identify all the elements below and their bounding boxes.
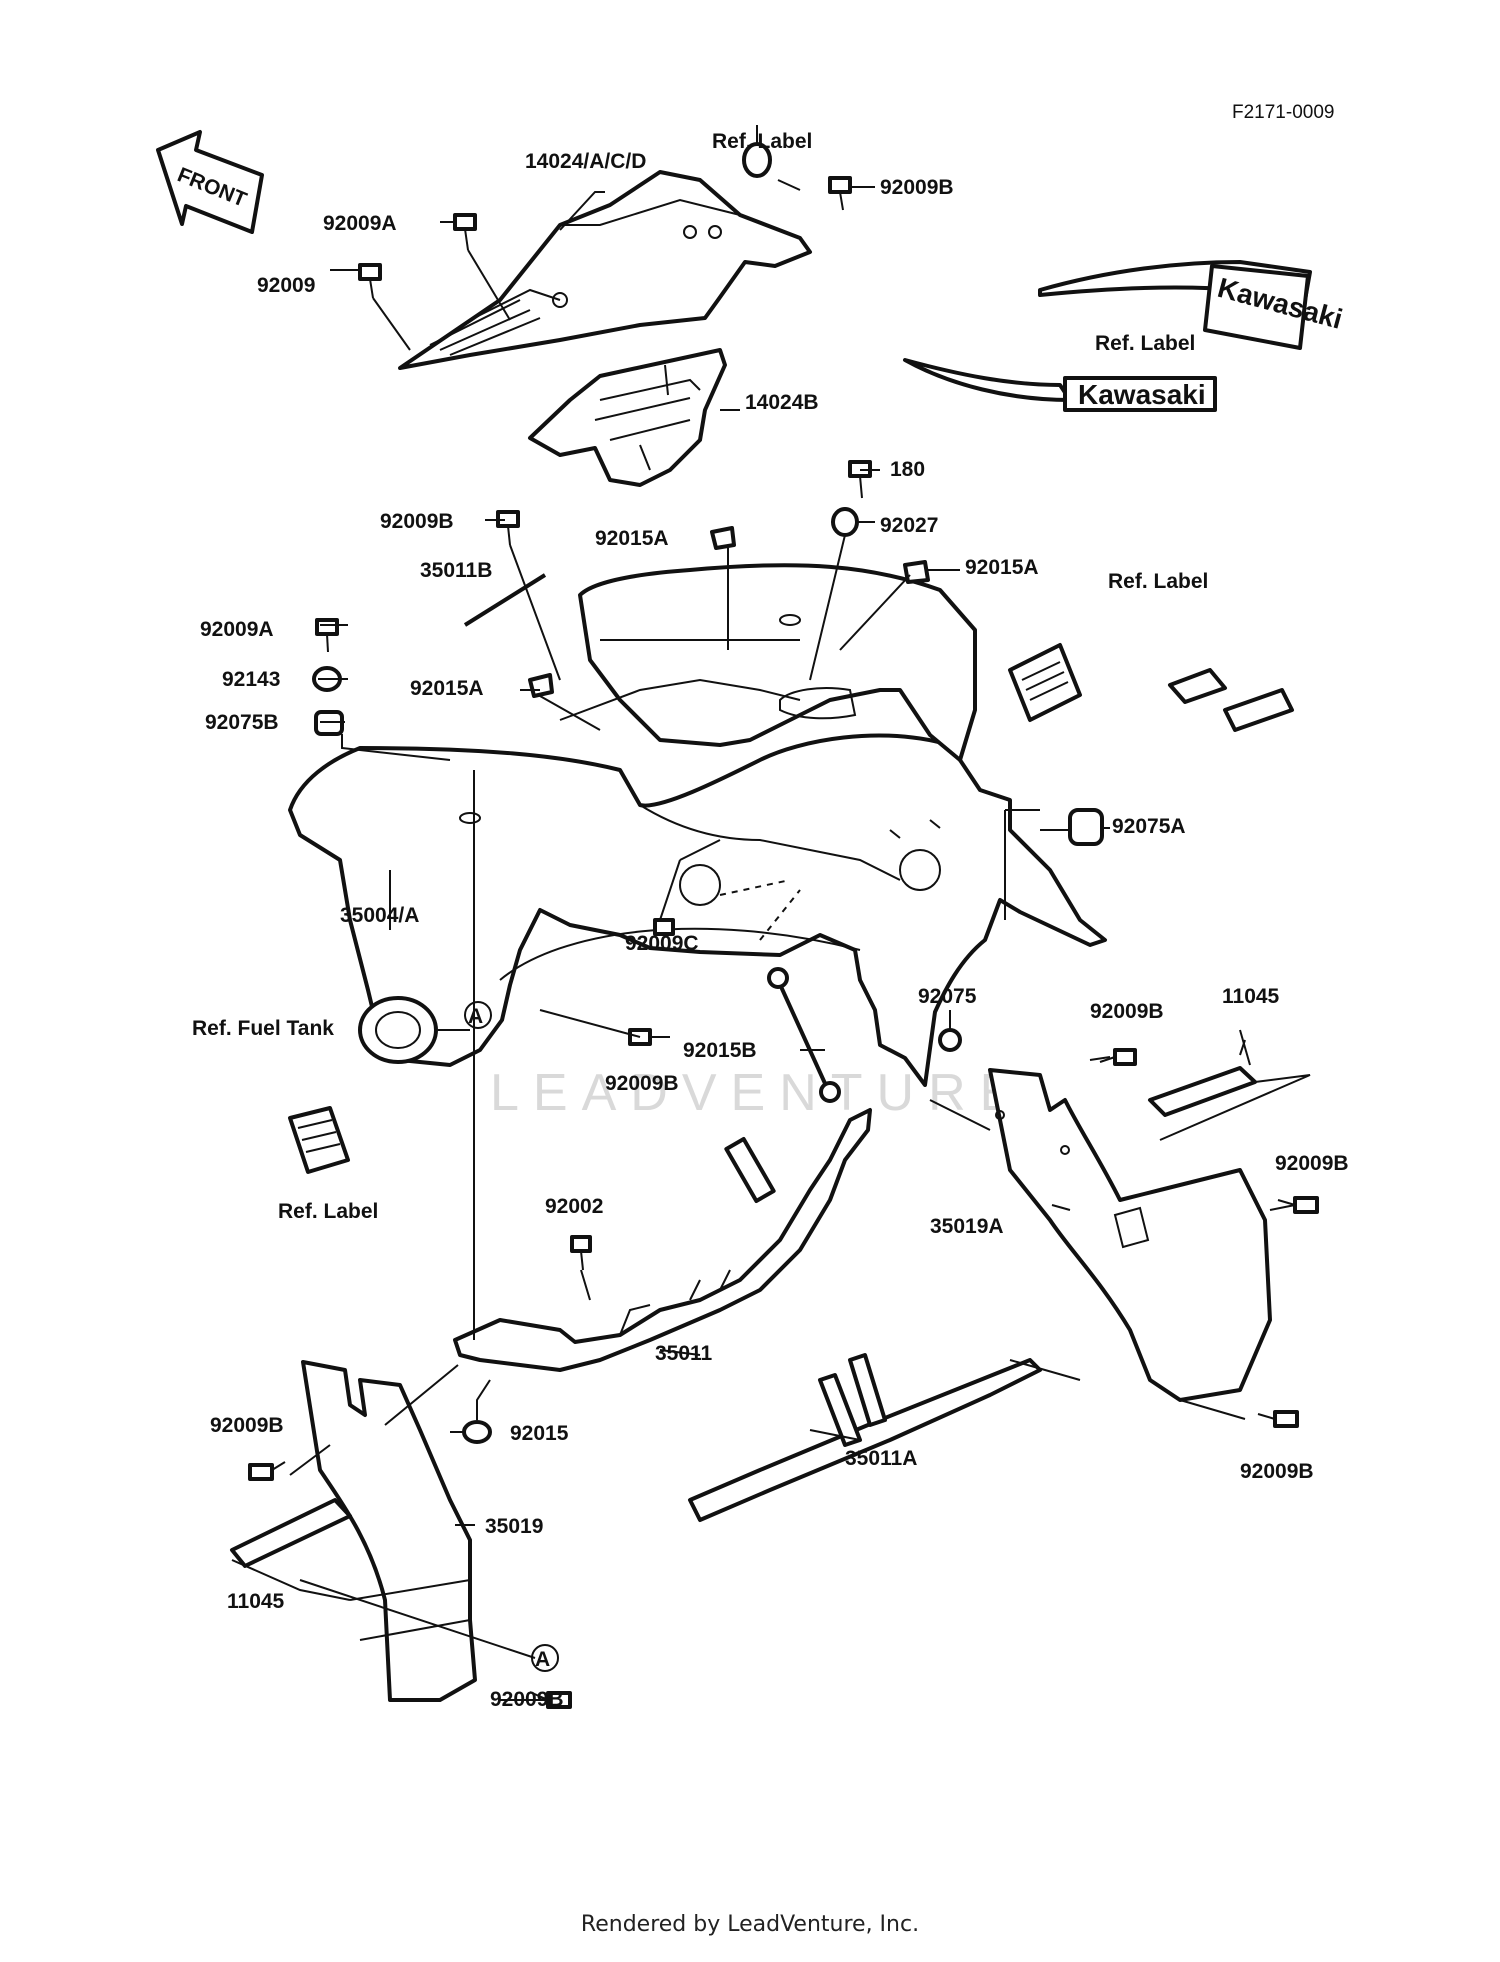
part-label: 35019 — [485, 1515, 543, 1538]
bolt-icon — [248, 1461, 286, 1481]
part-label: 14024B — [745, 391, 819, 414]
mud-flap-35019a — [988, 1068, 1272, 1402]
callout-marker-upper: A — [464, 1001, 492, 1029]
part-label: 92009B — [1240, 1460, 1314, 1483]
part-label: 92075 — [918, 985, 977, 1008]
part-label: 92009B — [605, 1072, 679, 1095]
part-label: 180 — [890, 458, 925, 481]
strip-11045-lower — [230, 1498, 352, 1568]
part-label: 92009B — [1275, 1152, 1349, 1175]
bracket-14024b — [528, 348, 727, 487]
mud-flap-35019 — [301, 1360, 477, 1702]
decal-upper: Kawasaki — [1038, 260, 1346, 350]
bracket-35011a — [688, 1353, 1042, 1522]
part-label: 92009B — [380, 510, 454, 533]
part-label: 35011B — [420, 559, 492, 582]
leader-lines — [231, 125, 1311, 1701]
bolt-icon — [1257, 1410, 1299, 1428]
callout-marker-lower-text: A — [535, 1648, 550, 1671]
part-label: 11045 — [1222, 985, 1280, 1008]
bolt-icon — [453, 213, 477, 251]
nut-icon — [462, 1420, 492, 1444]
part-label: Ref. Label — [278, 1200, 378, 1223]
part-label: 92009A — [200, 618, 274, 641]
bolt-icon — [628, 1028, 670, 1046]
bolt-icon — [653, 918, 675, 936]
bolt-icon — [828, 176, 852, 211]
part-label: 14024/A/C/D — [525, 150, 646, 173]
part-label: Ref. Label — [1095, 332, 1195, 355]
decal-lower: Kawasaki — [903, 358, 1217, 412]
part-label: 92009B — [1090, 1000, 1164, 1023]
part-label: Ref. Label — [712, 130, 812, 153]
part-label: 92009 — [257, 274, 315, 297]
part-label: 35019A — [930, 1215, 1004, 1238]
bolt-icon — [1099, 1048, 1137, 1066]
part-label: 92015 — [510, 1422, 569, 1445]
bolt-icon — [496, 510, 520, 546]
figure-code: F2171-0009 — [1232, 102, 1334, 123]
fuel-tank-ring — [358, 996, 438, 1064]
clip-icon — [528, 673, 554, 698]
front-fender-35004 — [288, 733, 1107, 1087]
part-label: 92009B — [880, 176, 954, 199]
part-label: Ref. Fuel Tank — [192, 1017, 334, 1040]
ref-label-stickers — [288, 643, 1294, 1174]
part-label: 92009A — [323, 212, 397, 235]
part-label: 92027 — [880, 514, 938, 537]
callout-marker-upper-text: A — [468, 1005, 483, 1028]
callout-marker-lower: A — [531, 1644, 559, 1672]
bolt-icon — [570, 1235, 592, 1271]
part-labels: 14024/A/C/D Ref. Label 92009B 92009A 920… — [192, 130, 1349, 1711]
bolt-icon — [358, 263, 382, 299]
render-credit: Rendered by LeadVenture, Inc. — [580, 1912, 920, 1937]
fasteners — [248, 142, 1319, 1709]
frame-35011 — [453, 1108, 872, 1372]
bolt-icon — [1277, 1196, 1319, 1214]
grommet-icon — [1068, 808, 1104, 846]
part-label: 92015B — [683, 1039, 757, 1062]
part-label: 92015A — [410, 677, 484, 700]
front-arrow-icon: FRONT — [156, 130, 264, 234]
rear-fender-section — [559, 563, 977, 762]
part-label: 92075A — [1112, 815, 1186, 838]
bolt-icon — [848, 460, 872, 499]
link-rod-92015b — [767, 967, 841, 1103]
part-label: 92009C — [625, 932, 699, 955]
rod-35011b — [463, 573, 547, 627]
part-label: 92009B — [490, 1688, 564, 1711]
watermark: LEADVENTURE — [490, 1064, 1028, 1122]
bolt-icon — [529, 1691, 572, 1709]
part-label: 92075B — [205, 711, 279, 734]
strip-11045-upper — [1148, 1029, 1257, 1117]
decal-lower-brand: Kawasaki — [1078, 379, 1206, 410]
part-label: 92002 — [545, 1195, 603, 1218]
part-label: 11045 — [227, 1590, 285, 1613]
part-label: 92015A — [595, 527, 669, 550]
clip-icon — [903, 560, 930, 584]
part-label: 35011 — [655, 1342, 713, 1365]
part-label: 92009B — [210, 1414, 284, 1437]
cap-icon — [938, 1028, 962, 1052]
washer-icon — [831, 507, 859, 537]
part-label: 35011A — [845, 1447, 917, 1470]
part-label: 35004/A — [340, 904, 419, 927]
top-cover-14024 — [398, 170, 812, 370]
bolt-icon — [315, 618, 339, 653]
clip-icon — [710, 526, 736, 550]
part-label: 92143 — [222, 668, 280, 691]
part-label: 92015A — [965, 556, 1039, 579]
part-label: Ref. Label — [1108, 570, 1208, 593]
